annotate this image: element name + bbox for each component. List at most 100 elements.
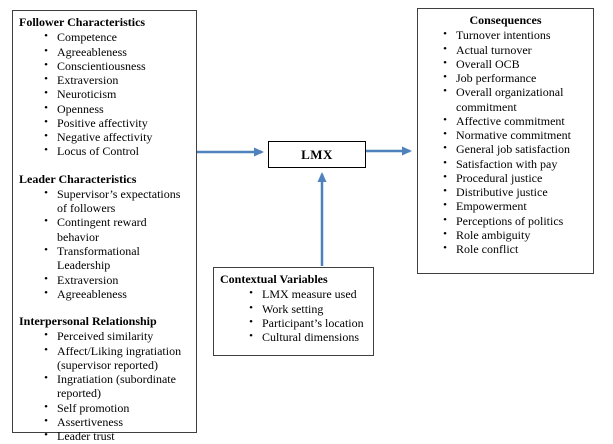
list-item-text: Turnover intentions: [456, 28, 551, 43]
list-item-text: Conscientiousness: [57, 58, 146, 73]
bullet-icon: •: [44, 286, 48, 299]
list-item-text: Extraversion: [57, 272, 119, 287]
list-item: • Transformational Leadership: [35, 244, 190, 273]
list-item-text: Supervisor’s expectations of followers: [57, 186, 181, 216]
list-item: • Positive affectivity: [35, 116, 190, 130]
list-item-text: Empowerment: [456, 199, 527, 214]
bullet-icon: •: [443, 113, 447, 126]
follower-characteristics-list: •Competence•Agreeableness•Conscientiousn…: [19, 30, 190, 158]
bullet-icon: •: [44, 243, 48, 256]
list-item-text: Self promotion: [57, 400, 130, 415]
bullet-icon: •: [44, 115, 48, 128]
list-item-text: Distributive justice: [456, 185, 548, 200]
list-item-text: Transformational Leadership: [57, 243, 140, 273]
consequences-list: •Turnover intentions•Actual turnover•Ove…: [424, 28, 587, 256]
list-item: •Negative affectivity: [35, 130, 190, 144]
antecedents-box: Follower Characteristics •Competence•Agr…: [12, 10, 197, 443]
bullet-icon: •: [443, 227, 447, 240]
list-item: • Turnover intentions: [434, 28, 587, 42]
section-title-follower-characteristics: Follower Characteristics: [19, 15, 146, 29]
list-item: • Agreeableness: [35, 45, 190, 59]
bullet-icon: •: [44, 44, 48, 57]
list-item: •Agreeableness: [35, 287, 190, 301]
list-item-text: Locus of Control: [57, 144, 139, 159]
list-item-text: Role conflict: [456, 242, 519, 257]
list-item: • Affective commitment: [434, 114, 587, 128]
leader-characteristics-section: Leader Characteristics •Supervisor’s exp…: [19, 172, 190, 301]
list-item-text: Work setting: [262, 301, 324, 316]
list-item: •General job satisfaction: [434, 142, 587, 156]
list-item: • Role conflict: [434, 242, 587, 256]
bullet-icon: •: [443, 242, 447, 255]
list-item: • Leader trust: [35, 429, 190, 443]
list-item: •Job performance: [434, 71, 587, 85]
list-item: • Work setting: [240, 302, 367, 316]
list-item: • Normative commitment: [434, 128, 587, 142]
bullet-icon: •: [443, 28, 447, 41]
bullet-icon: •: [44, 130, 48, 143]
list-item: •Cultural dimensions: [240, 330, 367, 344]
list-item-text: LMX measure used: [262, 287, 357, 302]
list-item-text: Extraversion: [57, 73, 119, 88]
list-item: • Role ambiguity: [434, 228, 587, 242]
list-item: •Actual turnover: [434, 43, 587, 57]
bullet-icon: •: [44, 87, 48, 100]
list-item: • Locus of Control: [35, 144, 190, 158]
section-title-leader-characteristics: Leader Characteristics: [19, 171, 137, 186]
contextual-variables-box: Contextual Variables •LMX measure used•W…: [213, 267, 374, 356]
list-item-text: Openness: [57, 101, 104, 116]
bullet-icon: •: [443, 142, 447, 155]
list-item-text: Role ambiguity: [456, 227, 531, 242]
bullet-icon: •: [44, 101, 48, 114]
list-item-text: Normative commitment: [456, 128, 571, 143]
bullet-icon: •: [249, 301, 253, 314]
bullet-icon: •: [443, 185, 447, 198]
bullet-icon: •: [443, 128, 447, 141]
bullet-icon: •: [443, 71, 447, 84]
bullet-icon: •: [44, 144, 48, 157]
section-title-consequences: Consequences: [469, 13, 542, 27]
list-item-text: Actual turnover: [456, 42, 532, 57]
bullet-icon: •: [44, 372, 48, 385]
list-item: • LMX measure used: [240, 287, 367, 301]
list-item-text: Competence: [57, 30, 117, 45]
list-item-text: Overall organizational commitment: [456, 85, 564, 114]
list-item-text: Affective commitment: [456, 113, 565, 128]
leader-characteristics-list: •Supervisor’s expectations of followers•…: [19, 187, 190, 301]
bullet-icon: •: [44, 429, 48, 442]
list-item: •Self promotion: [35, 401, 190, 415]
list-item-text: Positive affectivity: [57, 115, 148, 130]
lmx-box: LMX: [268, 141, 366, 168]
bullet-icon: •: [44, 343, 48, 356]
bullet-icon: •: [443, 199, 447, 212]
bullet-icon: •: [44, 215, 48, 228]
list-item-text: Affect/Liking ingratiation (supervisor r…: [57, 343, 182, 372]
list-item: • Competence: [35, 30, 190, 44]
lmx-label: LMX: [301, 146, 333, 162]
list-item-text: Leader trust: [57, 429, 115, 444]
list-item-text: Ingratiation (subordinate reported): [57, 372, 176, 401]
bullet-icon: •: [443, 213, 447, 226]
list-item: •Conscientiousness: [35, 59, 190, 73]
interpersonal-relationship-list: • Perceived similarity • Affect/Liking ingr…: [19, 329, 190, 443]
list-item: • Perceived similarity: [35, 329, 190, 343]
list-item-text: Perceived similarity: [57, 329, 154, 344]
follower-characteristics-section: Follower Characteristics • Competence • Agr…: [19, 15, 190, 159]
bullet-icon: •: [44, 30, 48, 43]
contextual-variables-list: • LMX measure used • Work setting•Participa…: [220, 287, 367, 344]
bullet-icon: •: [44, 329, 48, 342]
bullet-icon: •: [443, 156, 447, 169]
list-item: •Perceptions of politics: [434, 214, 587, 228]
list-item-text: Cultural dimensions: [262, 330, 359, 345]
bullet-icon: •: [249, 287, 253, 300]
list-item: •Participant’s location: [240, 316, 367, 330]
bullet-icon: •: [443, 85, 447, 98]
list-item: •Supervisor’s expectations of followers: [35, 187, 190, 216]
list-item-text: Overall OCB: [456, 56, 520, 71]
bullet-icon: •: [443, 56, 447, 69]
bullet-icon: •: [249, 315, 253, 328]
list-item-text: Agreeableness: [57, 44, 127, 59]
interpersonal-relationship-section: Interpersonal Relationship •Perceived si…: [19, 314, 190, 443]
list-item-text: Assertiveness: [57, 414, 123, 429]
